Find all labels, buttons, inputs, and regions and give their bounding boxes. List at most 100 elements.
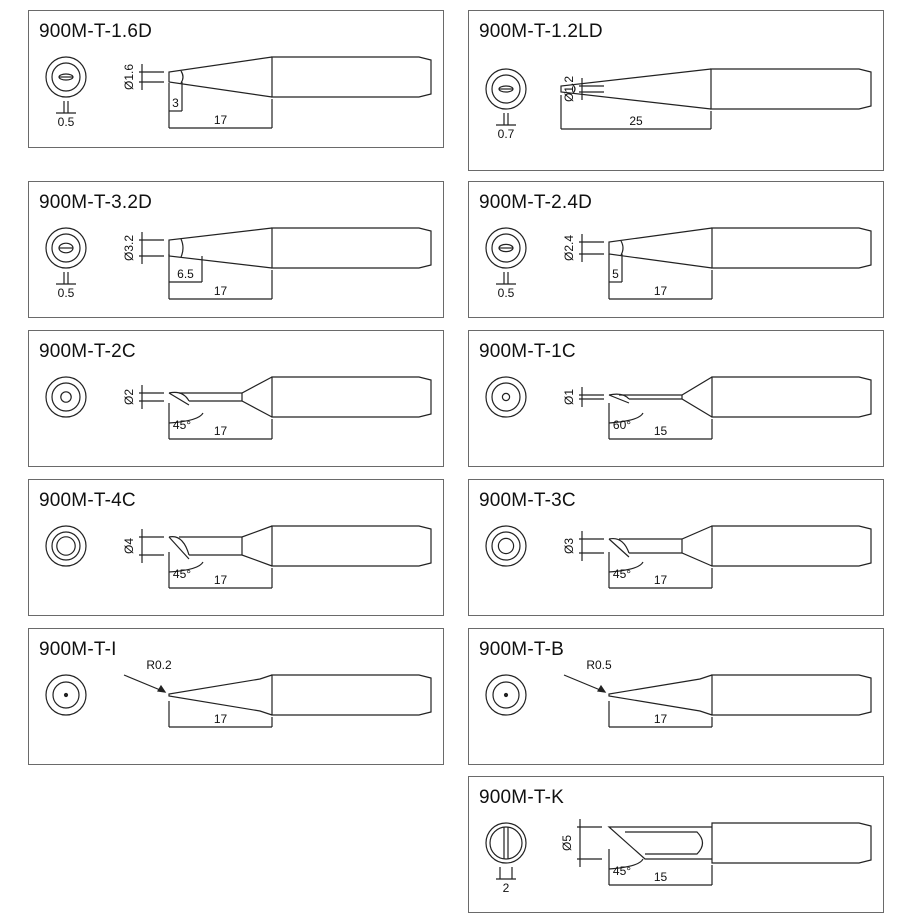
end-view-point: [63, 692, 69, 698]
tip-drawing: Ø3 17 45°: [485, 525, 872, 589]
tip-flat-face: [572, 84, 576, 94]
diameter-label: Ø4: [122, 538, 136, 554]
sub-length-label: 6.5: [177, 267, 194, 281]
tip-shank: [710, 68, 872, 110]
tip-bevel: [608, 537, 630, 558]
length-label: 17: [214, 424, 228, 438]
tip-flat-face: [180, 238, 184, 258]
tip-drawing: R0.5 17: [485, 658, 872, 728]
end-view-outer-circle: [485, 822, 527, 864]
end-view-outer-circle: [485, 525, 527, 567]
tip-bevel: [168, 536, 190, 560]
tip-drawing: R0.2 17: [45, 658, 432, 728]
end-view-inner-circle: [492, 681, 520, 709]
tip-taper: [608, 227, 713, 269]
tip-drawing: 0.7 Ø1.2 25: [485, 68, 872, 141]
tip-radius-label: R0.5: [586, 658, 612, 672]
tip-taper: [168, 56, 273, 98]
end-dimension-label: 0.7: [498, 127, 515, 141]
end-view-outer-circle: [45, 56, 87, 98]
diameter-label: Ø2.4: [562, 235, 576, 261]
tip-cone: [608, 674, 713, 716]
length-label: 17: [214, 284, 228, 298]
end-dimension-label: 2: [503, 881, 510, 895]
end-view-outer-circle: [45, 525, 87, 567]
tip-radius-label: R0.2: [146, 658, 172, 672]
end-view-outer-circle: [45, 227, 87, 269]
tip-taper: [560, 68, 712, 110]
tip-model-title: 900M-T-K: [479, 787, 565, 808]
end-view-outer-circle: [45, 674, 87, 716]
radius-leader-arrow: [563, 674, 606, 693]
end-view-inner-circle: [52, 681, 80, 709]
tip-drawing: 2 Ø5 15 45°: [485, 819, 872, 895]
end-view-inner-circle: [51, 531, 81, 561]
tip-shank: [271, 227, 432, 269]
tip-flat-face: [180, 70, 184, 84]
length-label: 15: [654, 870, 668, 884]
angle-arc: [608, 858, 644, 870]
angle-arc: [608, 561, 644, 573]
tip-model-title: 900M-T-3.2D: [39, 192, 153, 213]
end-view-outer-circle: [485, 376, 527, 418]
end-view-outer-circle: [45, 376, 87, 418]
sub-length-label: 3: [172, 96, 179, 110]
end-view-tip-circle: [501, 392, 511, 402]
diameter-label: Ø1: [562, 389, 576, 405]
tip-taper: [168, 227, 273, 269]
length-label: 17: [654, 712, 668, 726]
tip-shank: [711, 674, 872, 716]
length-label: 17: [214, 573, 228, 587]
tip-model-title: 900M-T-1C: [479, 341, 576, 362]
end-view-inner-circle: [491, 382, 521, 412]
length-label: 25: [629, 114, 643, 128]
tip-shank: [711, 227, 872, 269]
diameter-label: Ø3.2: [122, 235, 136, 261]
bevel-angle-label: 45°: [613, 567, 631, 581]
tip-shank: [271, 376, 432, 418]
length-label: 17: [214, 113, 228, 127]
radius-leader-arrow: [123, 674, 166, 693]
end-view-outer-circle: [485, 674, 527, 716]
diameter-label: Ø3: [562, 538, 576, 554]
tip-bevel: [608, 393, 630, 404]
end-view-tip-circle: [56, 536, 76, 556]
tip-panel: 900M-T-3C Ø3 17 45°: [468, 479, 884, 616]
tip-model-title: 900M-T-2C: [39, 341, 136, 362]
tip-bevel: [168, 391, 190, 406]
tip-model-title: 900M-T-1.6D: [39, 21, 153, 42]
diameter-label: Ø5: [560, 835, 574, 851]
tip-rod: [179, 525, 273, 567]
length-label: 17: [654, 573, 668, 587]
end-view-tip-circle: [60, 391, 72, 403]
bevel-angle-label: 45°: [613, 864, 631, 878]
length-label: 17: [214, 712, 228, 726]
angle-arc: [168, 561, 204, 573]
diameter-label: Ø2: [122, 389, 136, 405]
tip-model-title: 900M-T-3C: [479, 490, 576, 511]
diameter-label: Ø1.2: [562, 76, 576, 102]
bevel-angle-label: 45°: [173, 418, 191, 432]
end-view-inner-circle: [51, 233, 81, 263]
tip-model-title: 900M-T-2.4D: [479, 192, 593, 213]
knife-blade-bevel: [625, 831, 704, 855]
tip-flat-face: [620, 240, 624, 256]
end-view-point: [503, 692, 509, 698]
tip-shank: [271, 674, 432, 716]
end-view-inner-circle: [51, 382, 81, 412]
end-view-outer-circle: [485, 227, 527, 269]
length-label: 15: [654, 424, 668, 438]
tip-panel: 900M-T-K 2 Ø5 15 45°: [468, 776, 884, 913]
tip-shank: [711, 822, 872, 864]
